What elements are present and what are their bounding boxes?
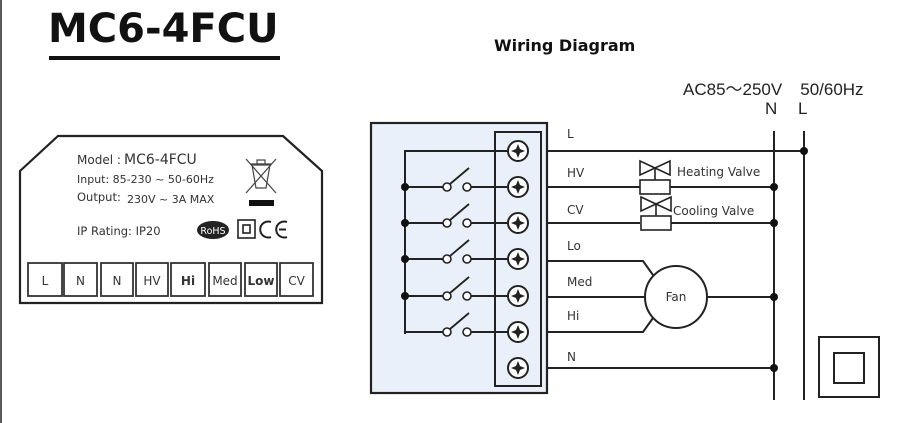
bus-label-n: N [765,99,778,118]
rohs-badge-icon: RoHS [197,221,229,239]
label-output-value: 230V ~ 3A MAX [127,193,215,206]
label-terminal: N [100,262,134,297]
relay-switch [401,276,508,301]
junction-dot [401,255,409,263]
terminal-box [244,262,278,297]
cooling-valve-icon [640,195,672,231]
terminal-label: N [113,274,122,288]
junction-dot [401,219,409,227]
supply-spec: AC85～250V 50/60Hz [683,75,864,100]
terminal-label-n: N [567,350,576,364]
terminal-label: HV [143,274,161,288]
junction-dot [770,293,778,301]
relay-switch [401,239,508,264]
wire-lo [547,260,654,276]
terminal-box [170,262,206,297]
product-label: Model : MC6-4FCU Input: 85-230 ~ 50-60Hz… [18,134,324,305]
bus-label-l: L [798,99,808,118]
relay-switch [401,167,508,192]
terminal-label: CV [288,274,305,288]
terminal-box [27,262,63,297]
terminal-label-lo: Lo [567,239,581,253]
label-model-prefix: Model : [77,153,121,167]
terminal-box [279,262,314,297]
supply-frequency: 50/60Hz [800,80,864,99]
fan-label: Fan [666,290,687,304]
label-ip-rating: IP Rating: IP20 [77,224,161,238]
label-terminal: CV [279,262,314,297]
heating-valve-label: Heating Valve [677,165,760,179]
terminal-label-hi: Hi [567,309,579,323]
label-terminal: Low [244,262,278,297]
label-model-value: MC6-4FCU [124,152,197,168]
relay-switches [401,167,508,337]
junction-dot [770,219,778,227]
label-outline [18,134,324,305]
rohs-text: RoHS [200,226,225,237]
label-terminal: L [27,262,63,297]
heating-valve-icon [639,159,671,195]
relay-switch [401,203,508,228]
terminal-box [63,262,98,297]
supply-voltage: AC85～250V [683,80,783,99]
terminal-label: Med [212,274,237,288]
model-title: MC6-4FCU [48,6,279,52]
label-output-prefix: Output: [77,190,121,204]
internal-common-bus [404,150,515,334]
junction-dot [401,292,409,300]
wiring-diagram: Heating Valve Cooling Valve Fan L HV CV … [369,121,880,400]
terminal-label-cv: CV [567,203,584,217]
terminal-label: N [76,274,85,288]
label-terminal: Hi [170,262,206,297]
screw-terminal-icon [507,357,529,379]
terminal-screws [507,140,529,379]
junction-dot [401,183,409,191]
label-terminal: HV [135,262,169,297]
terminal-box [208,262,242,297]
junction-dot [770,364,778,372]
relay-switch [405,312,508,337]
screw-terminal-icon [507,321,529,343]
weee-bin-icon [245,158,277,206]
double-insulation-symbol-icon [818,336,880,398]
screw-terminal-icon [507,285,529,307]
cooling-valve-label: Cooling Valve [673,204,754,218]
title-underline [49,56,280,60]
junction-dot [800,147,808,155]
label-input: Input: 85-230 ~ 50-60Hz [77,173,214,186]
screw-terminal-icon [507,248,529,270]
terminal-box [135,262,169,297]
terminal-box [100,262,134,297]
label-terminal-row: L N N HV Hi Med Low CV [27,262,314,297]
ce-mark-icon [259,220,288,239]
label-terminal: N [63,262,98,297]
terminal-label: Low [248,274,275,288]
screw-terminal-icon [507,140,529,162]
label-terminal: Med [208,262,242,297]
terminal-label-hv: HV [567,166,585,180]
screw-terminal-icon [507,176,529,198]
wiring-diagram-title: Wiring Diagram [494,36,636,55]
terminal-label: L [42,274,49,288]
terminal-label: Hi [181,274,195,288]
terminal-label-med: Med [567,275,592,289]
screw-terminal-icon [507,212,529,234]
left-border [0,0,2,423]
wire-hi [547,317,654,333]
junction-dot [770,183,778,191]
double-insulation-icon [237,219,256,239]
terminal-label-l: L [567,127,574,141]
